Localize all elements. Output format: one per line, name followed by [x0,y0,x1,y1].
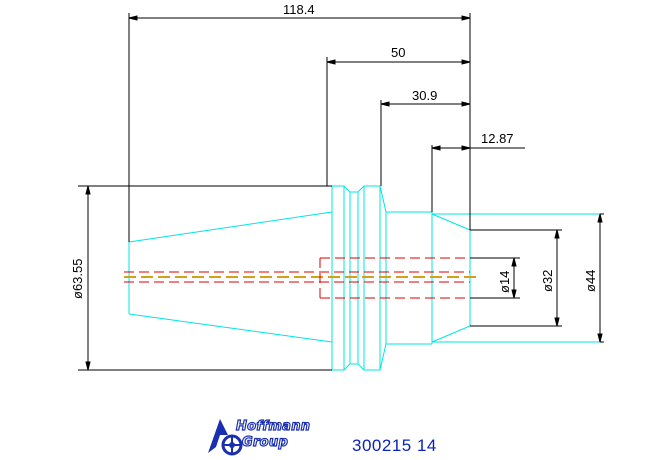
logo-line-2: Group [241,434,289,450]
dim-diameter-14: ø14 [497,271,512,293]
hoffmann-group-logo: Hoffmann Group [206,413,318,457]
dim-overall-length: 118.4 [283,2,315,17]
part-number: 300215 14 [352,436,437,455]
dim-length-12-87: 12.87 [481,131,514,146]
bore-hidden-lines [124,257,470,299]
dim-length-50: 50 [391,45,405,60]
logo-line-1: Hoffmann [235,418,311,434]
dim-diameter-44: ø44 [583,270,598,292]
dim-diameter-32: ø32 [540,270,555,292]
dim-diameter-63-55: ø63.55 [70,259,85,299]
dim-length-30-9: 30.9 [412,88,437,103]
dimension-lines [78,13,604,371]
logo-emblem-icon [208,419,243,456]
